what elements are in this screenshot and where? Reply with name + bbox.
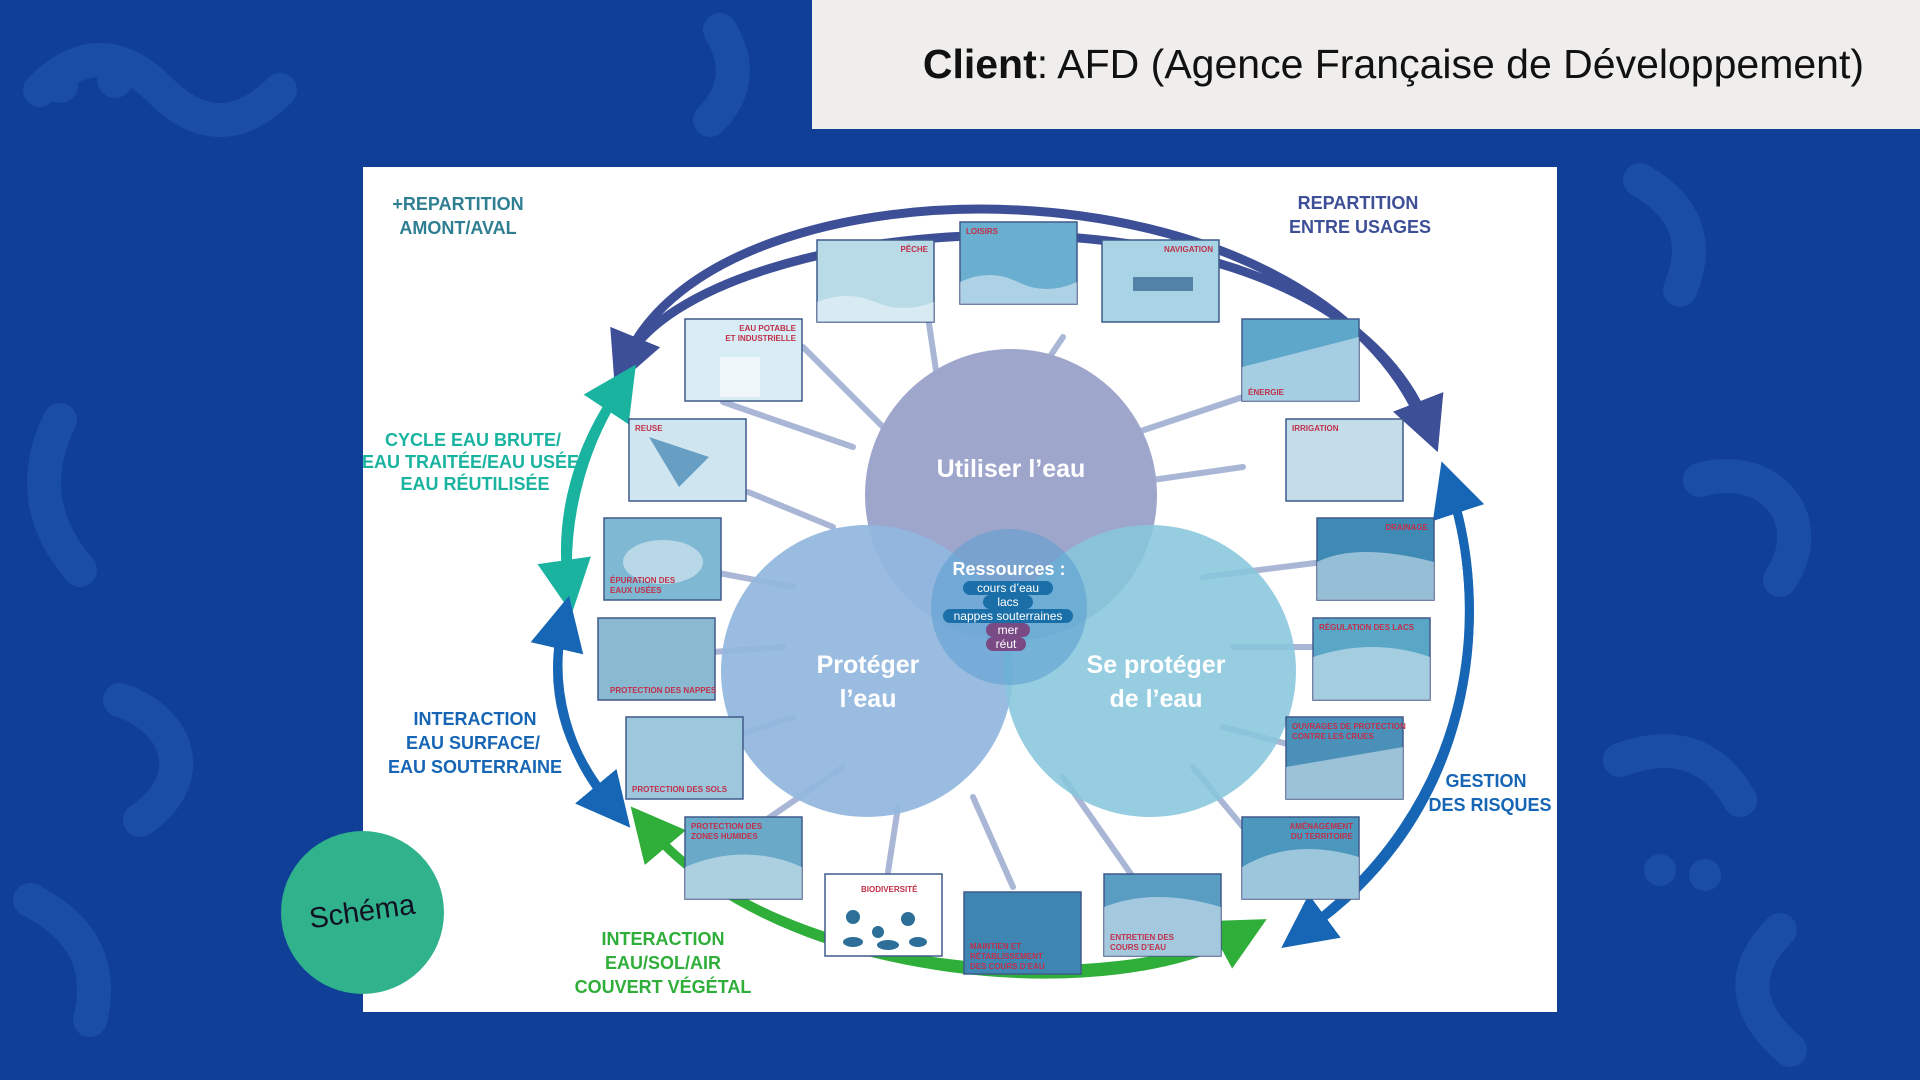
arc-label-sol-1: INTERACTION [602,929,725,949]
tile-maintien [963,891,1082,975]
tile-label-eau-potable-2: ET INDUSTRIELLE [725,334,796,343]
tile-label-amenagement-1: AMÉNAGEMENT [1289,822,1353,831]
resource-mer: mer [998,623,1019,637]
tile-label-ouvrages-2: CONTRE LES CRUES [1292,732,1374,741]
tile-label-reuse: REUSE [635,424,663,433]
tile-drainage [1316,517,1435,601]
arc-label-cycle-1: CYCLE EAU BRUTE/ [385,430,561,450]
arc-label-sol-2: EAU/SOL/AIR [605,953,721,973]
tile-peche [816,239,935,323]
resource-pill-4 [986,623,1030,637]
resource-nappes: nappes souterraines [954,609,1063,623]
tile-label-epuration-2: EAUX USÉES [610,586,662,595]
resource-pill-2 [983,595,1033,609]
tile-protection-sols [625,716,744,800]
tile-label-protection-sols: PROTECTION DES SOLS [632,785,728,794]
arc-label-cycle-3: EAU RÉUTILISÉE [400,473,549,494]
tile-reuse-shape [649,437,709,487]
tile-label-maintien-3: DES COURS D’EAU [970,962,1045,971]
tile-amenagement-land [1242,849,1359,899]
tile-label-eau-potable-1: EAU POTABLE [739,324,796,333]
tile-peche-water [817,296,934,322]
tile-label-epuration-1: ÉPURATION DES [610,576,676,585]
tile-ouvrages-dike [1286,747,1403,799]
tile-biodiversite-animals [843,910,927,950]
arc-label-surface-1: INTERACTION [414,709,537,729]
resources-title: Ressources : [952,559,1065,579]
tile-label-energie: ÉNERGIE [1248,388,1285,397]
tile-label-navigation: NAVIGATION [1164,245,1213,254]
tile-label-entretien-2: COURS D’EAU [1110,943,1166,952]
tile-label-regulation-lacs: RÉGULATION DES LACS [1319,623,1415,632]
tile-label-ouvrages-1: OUVRAGES DE PROTECTION [1292,722,1406,731]
arc-label-surface-2: EAU SURFACE/ [406,733,540,753]
tile-zones-water [685,854,802,899]
tile-navigation-ship [1133,277,1193,291]
tile-regulation-lake [1313,647,1430,700]
tile-epuration [603,517,722,601]
tile-regulation-lacs [1312,617,1431,701]
diagram-panel: Utiliser l’eau Protéger l’eau Se protége… [363,167,1557,1012]
client-header: Client: AFD (Agence Française de Dévelop… [812,0,1920,129]
resource-pill-1 [963,581,1053,595]
label-se-proteger-2: de l’eau [1109,685,1202,713]
tile-energie-dam [1242,337,1359,401]
arc-label-amont-1: +REPARTITION [392,194,523,214]
tile-energie [1241,318,1360,402]
arc-label-risques-2: DES RISQUES [1428,795,1551,815]
tile-label-maintien-1: MAINTIEN ET [970,942,1021,951]
tile-label-zones-1: PROTECTION DES [691,822,763,831]
arc-label-surface-3: EAU SOUTERRAINE [388,757,562,777]
tile-zones-humides [684,816,803,900]
tile-entretien-river [1104,897,1221,956]
arc-blue-right-up [1298,461,1485,937]
resource-reut: réut [996,637,1017,651]
resource-pill-3 [943,609,1073,623]
arc-label-cycle-2: EAU TRAITÉE/EAU USÉE/ [363,451,584,472]
tile-label-irrigation: IRRIGATION [1292,424,1339,433]
label-utiliser: Utiliser l’eau [937,455,1086,483]
tile-loisirs [959,221,1078,305]
label-se-proteger-1: Se protéger [1087,651,1226,679]
resource-pill-5 [986,637,1026,651]
arc-label-risques-1: GESTION [1445,771,1526,791]
tile-protection-nappes [597,617,716,701]
tile-ouvrages [1285,716,1404,800]
tile-epuration-basin [623,540,703,584]
tile-entretien [1103,873,1222,957]
tile-eau-potable-glass [720,357,760,397]
tile-label-drainage: DRAINAGE [1385,523,1428,532]
arc-teal-up [562,364,636,592]
tile-irrigation [1285,418,1404,502]
water-management-diagram: Utiliser l’eau Protéger l’eau Se protége… [363,193,1552,997]
label-proteger-1: Protéger [817,651,920,679]
tile-label-protection-nappes: PROTECTION DES NAPPES [610,686,717,695]
arc-label-usages-2: ENTRE USAGES [1289,217,1431,237]
resource-lacs: lacs [997,595,1018,609]
label-proteger-2: l’eau [840,685,897,713]
tile-amenagement [1241,816,1360,900]
client-label: Client [922,41,1037,87]
tile-label-biodiversite: BIODIVERSITÉ [861,885,918,894]
arc-blue-left-up [530,595,618,812]
tile-label-maintien-2: RÉTABLISSEMENT [970,952,1043,961]
tile-label-loisirs: LOISIRS [966,227,999,236]
tile-loisirs-water [960,275,1077,304]
schema-badge: Schéma [281,831,444,994]
tile-drainage-field [1317,552,1434,600]
arc-label-sol-3: COUVERT VÉGÉTAL [575,976,752,997]
client-title: Client: AFD (Agence Française de Dévelop… [923,41,1864,88]
client-value: : AFD (Agence Française de Développement… [1036,41,1864,87]
tile-label-amenagement-2: DU TERRITOIRE [1291,832,1354,841]
arc-label-usages-1: REPARTITION [1298,193,1419,213]
tile-label-peche: PÊCHE [900,245,928,254]
tile-label-entretien-1: ENTRETIEN DES [1110,933,1175,942]
schema-badge-label: Schéma [307,888,418,936]
resource-cours-deau: cours d’eau [977,581,1039,595]
arc-label-amont-2: AMONT/AVAL [399,218,516,238]
tile-label-zones-2: ZONES HUMIDES [691,832,758,841]
